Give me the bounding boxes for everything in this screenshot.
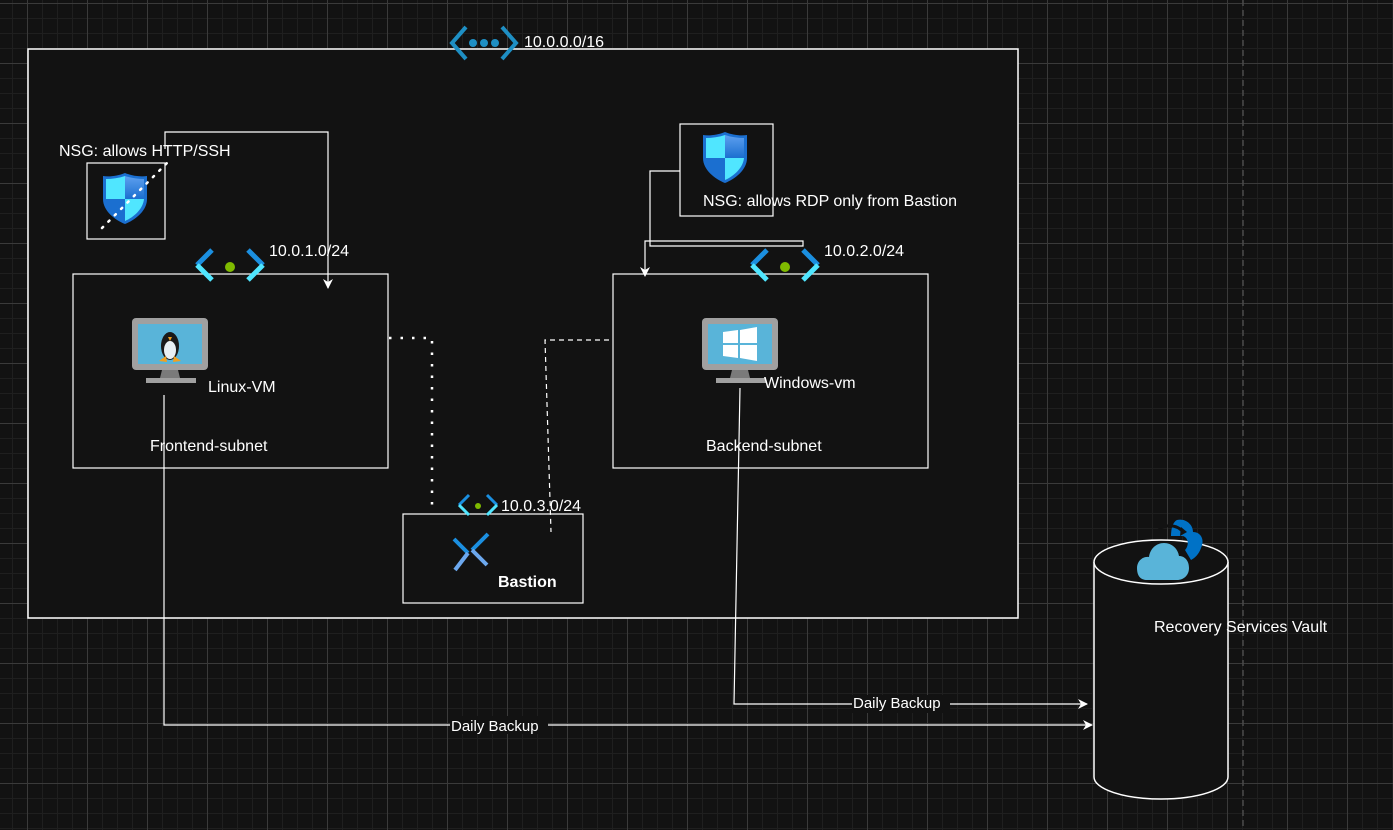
subnet-backend-name: Backend-subnet (706, 438, 822, 455)
bastion-icon (452, 532, 490, 572)
subnet-icon (195, 248, 265, 282)
backup-edge-linux[interactable]: Daily Backup (163, 395, 1093, 735)
nsg-backend[interactable]: NSG: allows RDP only from Bastion (640, 123, 957, 277)
subnet-frontend-name: Frontend-subnet (150, 438, 268, 455)
vault-cylinder-body[interactable] (1093, 562, 1229, 800)
virtual-network-icon (449, 25, 519, 61)
windows-vm-icon (702, 318, 778, 383)
backup-edge-linux-line[interactable] (163, 395, 1093, 730)
linux-vm-icon (132, 318, 208, 383)
nsg-backend-label: NSG: allows RDP only from Bastion (703, 193, 957, 210)
subnet-frontend-cidr: 10.0.1.0/24 (269, 243, 349, 260)
subnet-frontend[interactable]: 10.0.1.0/24 Frontend-subnet Linux-VM (72, 243, 389, 469)
subnet-frontend-box[interactable] (72, 273, 389, 469)
windows-vm[interactable]: Windows-vm (702, 318, 856, 392)
backend-bastion-link[interactable] (544, 339, 609, 533)
subnet-backend-box[interactable] (612, 273, 929, 469)
vault-label: Recovery Services Vault (1154, 619, 1328, 636)
backup-edge-windows-label: Daily Backup (853, 695, 941, 712)
shield-icon (703, 132, 747, 183)
nsg-frontend-link[interactable] (164, 131, 333, 289)
nsg-frontend-label: NSG: allows HTTP/SSH (59, 143, 231, 160)
linux-vm-label: Linux-VM (208, 379, 276, 396)
linux-vm[interactable]: Linux-VM (132, 318, 276, 396)
backup-edge-windows-line[interactable] (733, 387, 1088, 709)
nsg-backend-link[interactable] (640, 170, 804, 277)
backup-edge-windows[interactable]: Daily Backup (733, 387, 1088, 713)
subnet-backend[interactable]: 10.0.2.0/24 Backend-subnet Windows-vm (612, 243, 929, 469)
shield-icon (103, 173, 147, 224)
subnet-icon (750, 248, 820, 282)
bastion-box[interactable] (402, 513, 584, 604)
recovery-vault-icon (1137, 519, 1203, 580)
subnet-bastion[interactable]: 10.0.3.0/24 Bastion (402, 493, 584, 604)
bastion-label: Bastion (498, 574, 557, 591)
recovery-services-vault[interactable]: Recovery Services Vault (1093, 519, 1328, 800)
backup-edge-linux-label: Daily Backup (451, 718, 539, 735)
subnet-icon (457, 493, 499, 517)
vnet-cidr-label: 10.0.0.0/16 (524, 34, 604, 51)
nsg-frontend[interactable]: NSG: allows HTTP/SSH (58, 131, 333, 289)
bastion-cidr: 10.0.3.0/24 (501, 498, 581, 515)
nsg-dotted-link (100, 156, 174, 230)
windows-vm-label: Windows-vm (764, 375, 856, 392)
subnet-backend-cidr: 10.0.2.0/24 (824, 243, 904, 260)
